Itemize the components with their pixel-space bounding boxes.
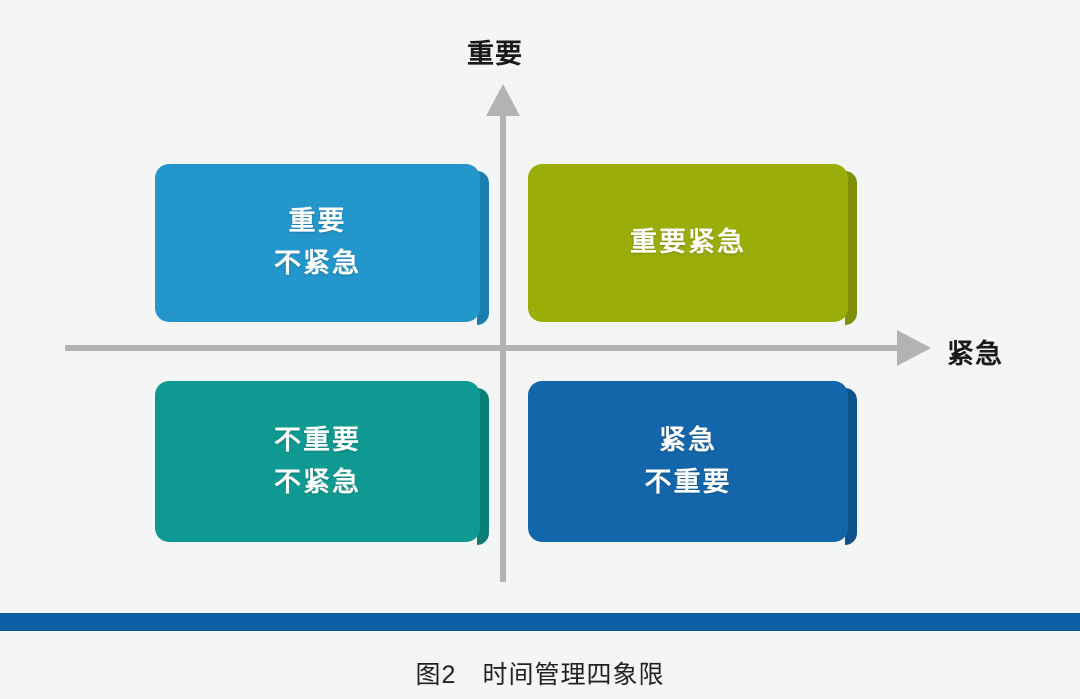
quadrant-label-line1: 重要: [288, 206, 347, 237]
vertical-axis-label: 重要: [467, 39, 523, 69]
footer-divider-bar: [0, 613, 1080, 631]
quadrant-label-line1: 重要紧急: [630, 227, 746, 258]
quadrant-important-urgent: 重要紧急: [528, 164, 857, 325]
quadrant-label-line1: 紧急: [659, 424, 717, 455]
horizontal-axis-arrow-icon: [897, 330, 931, 366]
quadrant-label-line2: 不紧急: [274, 466, 361, 497]
quadrant-important-not-urgent: 重要 不紧急: [155, 164, 489, 325]
quadrant-not-important-not-urgent: 不重要 不紧急: [155, 381, 489, 545]
horizontal-axis-label: 紧急: [947, 339, 1003, 369]
vertical-axis-arrow-icon: [486, 84, 520, 116]
quadrant-urgent-not-important: 紧急 不重要: [528, 381, 857, 545]
quadrant-label-line2: 不重要: [644, 466, 732, 497]
horizontal-axis-line: [65, 345, 903, 351]
figure-caption: 图2 时间管理四象限: [415, 661, 665, 689]
quadrant-label-line1: 不重要: [274, 424, 361, 455]
quadrant-label-line2: 不紧急: [274, 248, 361, 278]
